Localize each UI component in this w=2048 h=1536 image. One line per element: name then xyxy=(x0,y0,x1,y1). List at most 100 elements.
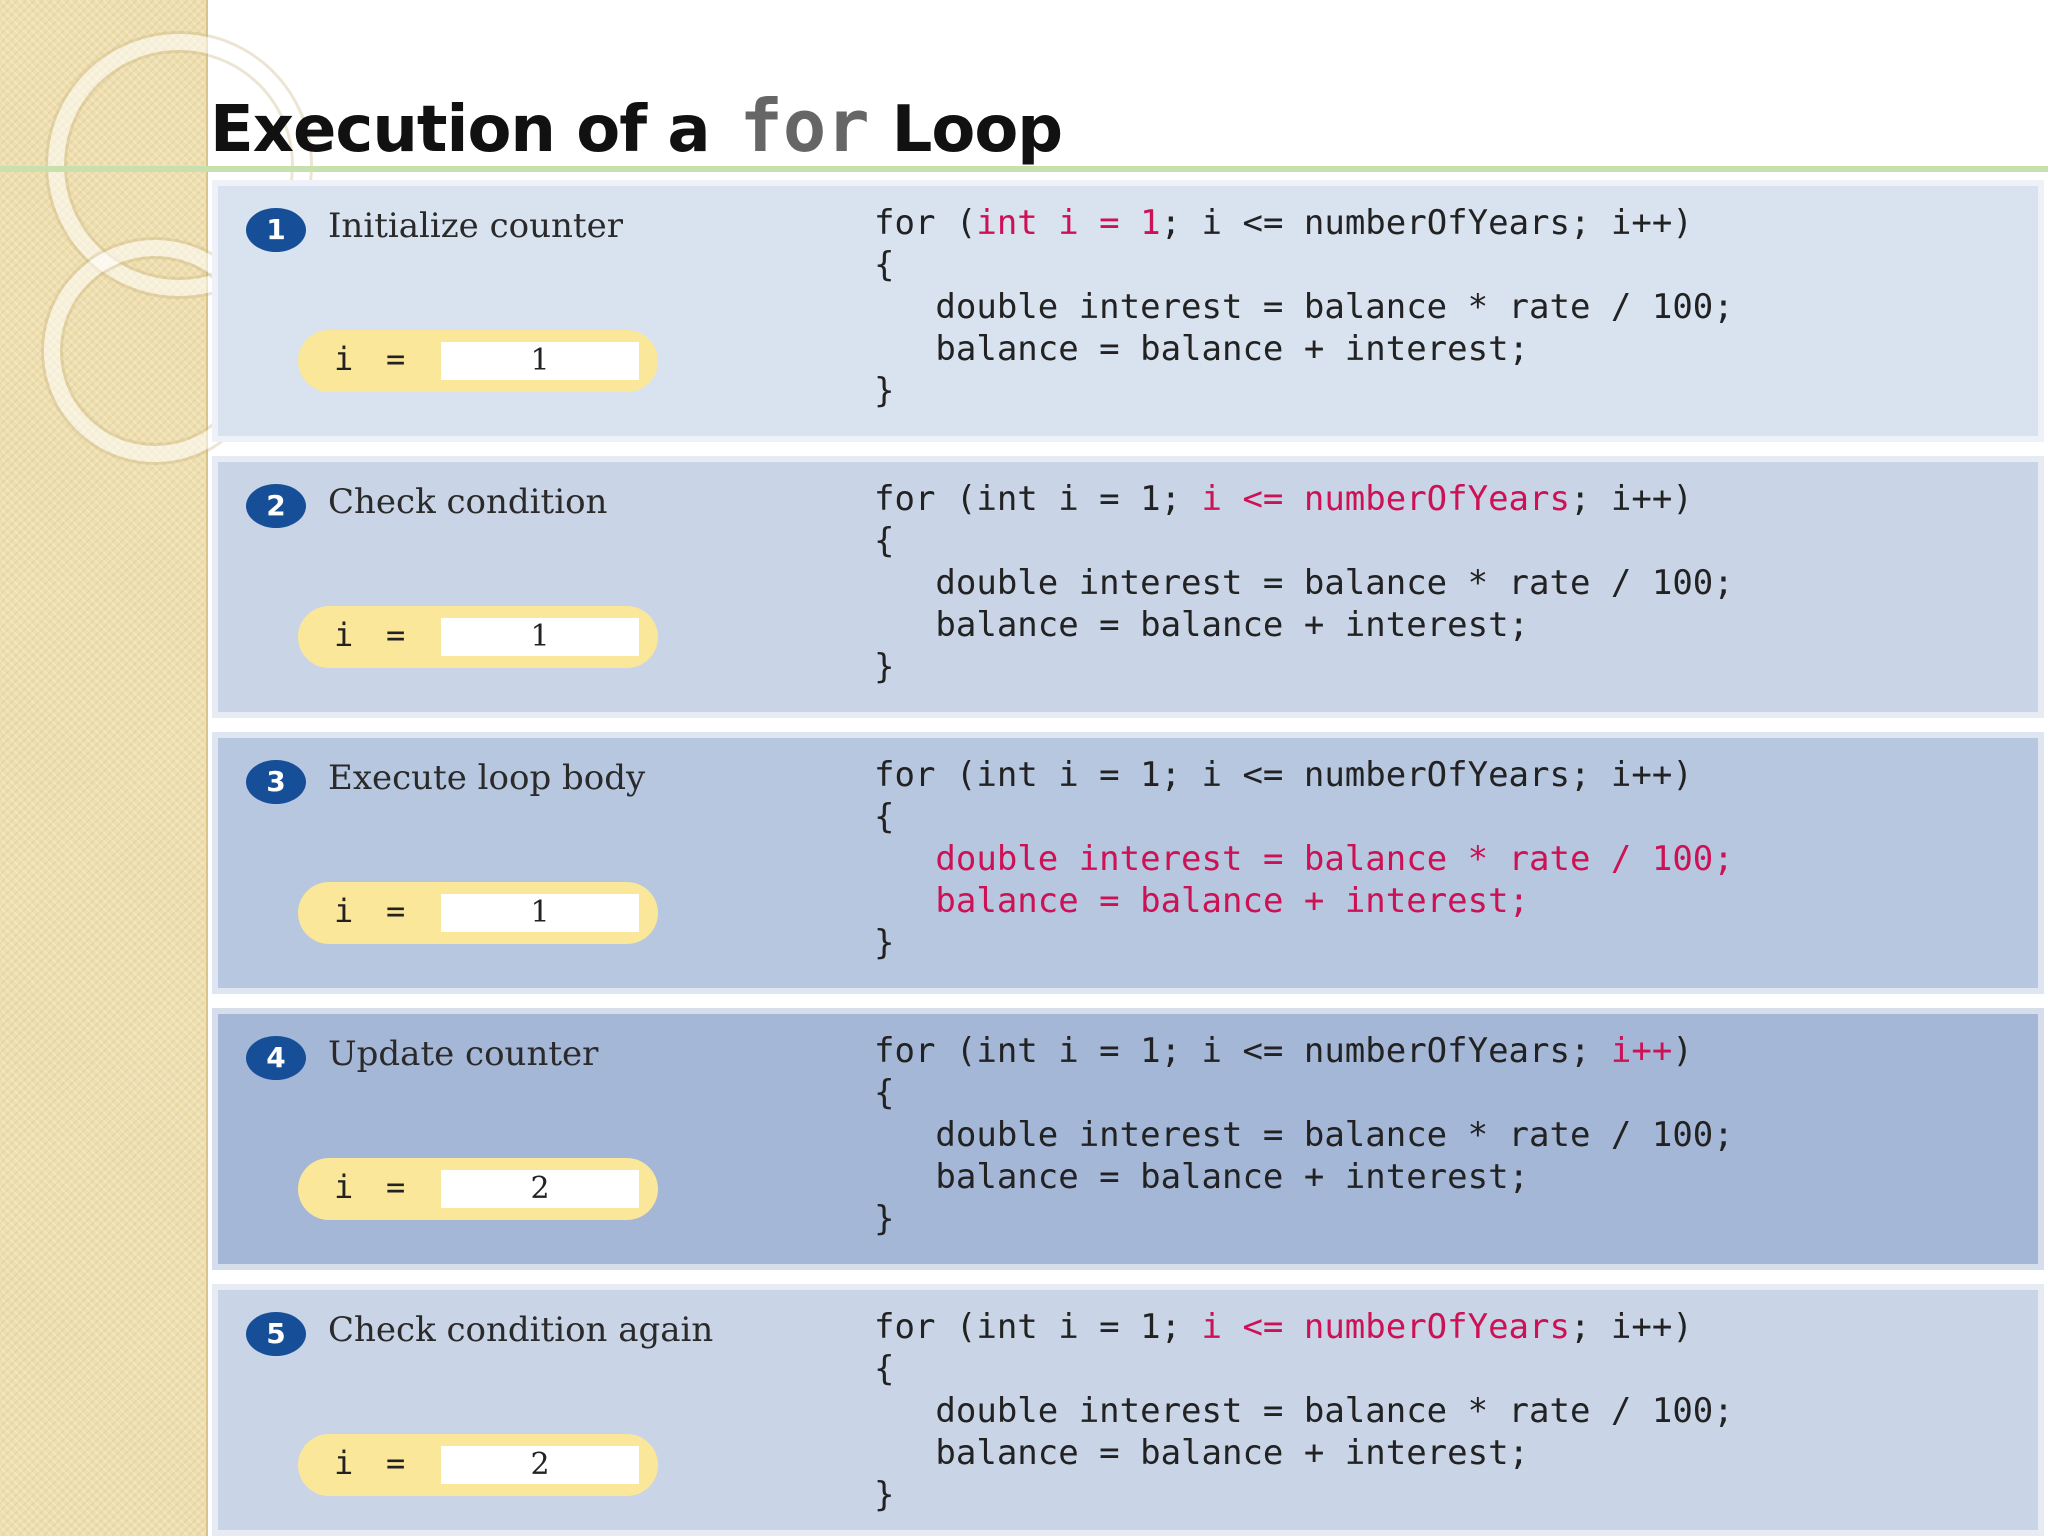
title-divider xyxy=(0,166,2048,172)
variable-value: 1 xyxy=(441,894,639,932)
code-text: for (int i = 1; i <= numberOfYears; i++) xyxy=(874,755,1693,795)
counter-variable: i = 2 xyxy=(298,1158,658,1220)
code-line: balance = balance + interest; xyxy=(874,1156,1734,1198)
code-line: for (int i = 1; i <= numberOfYears; i++) xyxy=(874,478,1734,520)
code-text: double interest = balance * rate / 100; xyxy=(874,1115,1734,1155)
code-line: balance = balance + interest; xyxy=(874,604,1734,646)
step-number-badge: 4 xyxy=(246,1036,306,1080)
code-text: for ( xyxy=(874,203,977,243)
step-panel-2: 2 Check condition i = 1 for (int i = 1; … xyxy=(212,456,2044,718)
step-label: Execute loop body xyxy=(328,758,646,798)
equals-sign: = xyxy=(386,1168,406,1206)
code-text: } xyxy=(874,923,895,963)
code-line: { xyxy=(874,1072,1734,1114)
variable-name: i xyxy=(334,340,354,378)
code-line: { xyxy=(874,520,1734,562)
variable-value: 2 xyxy=(441,1446,639,1484)
code-line: double interest = balance * rate / 100; xyxy=(874,286,1734,328)
variable-name: i xyxy=(334,892,354,930)
code-text: { xyxy=(874,245,895,285)
code-text: for (int i = 1; xyxy=(874,1307,1202,1347)
title-text: Execution of a xyxy=(210,93,711,167)
counter-variable: i = 1 xyxy=(298,606,658,668)
code-text: } xyxy=(874,1199,895,1239)
code-text: for (int i = 1; i <= numberOfYears; xyxy=(874,1031,1611,1071)
code-text: ; i++) xyxy=(1569,479,1693,519)
code-text: } xyxy=(874,647,895,687)
equals-sign: = xyxy=(386,340,406,378)
code-text: balance = balance + interest; xyxy=(874,1157,1530,1197)
code-line: } xyxy=(874,370,1734,412)
code-line: for (int i = 1; i <= numberOfYears; i++) xyxy=(874,202,1734,244)
code-line: for (int i = 1; i <= numberOfYears; i++) xyxy=(874,1030,1734,1072)
code-line: balance = balance + interest; xyxy=(874,328,1734,370)
code-text: double interest = balance * rate / 100; xyxy=(874,1391,1734,1431)
code-line: double interest = balance * rate / 100; xyxy=(874,562,1734,604)
step-panel-5: 5 Check condition again i = 2 for (int i… xyxy=(212,1284,2044,1536)
code-line: for (int i = 1; i <= numberOfYears; i++) xyxy=(874,1306,1734,1348)
code-text: balance = balance + interest; xyxy=(874,329,1530,369)
code-text: double interest = balance * rate / 100; xyxy=(874,287,1734,327)
step-number-badge: 1 xyxy=(246,208,306,252)
code-text: for (int i = 1; xyxy=(874,479,1202,519)
equals-sign: = xyxy=(386,892,406,930)
step-panel-1: 1 Initialize counter i = 1 for (int i = … xyxy=(212,180,2044,442)
code-line: } xyxy=(874,646,1734,688)
code-text xyxy=(874,881,935,921)
title-keyword: for xyxy=(739,84,870,168)
variable-name: i xyxy=(334,1168,354,1206)
code-line: double interest = balance * rate / 100; xyxy=(874,1390,1734,1432)
code-text: } xyxy=(874,1475,895,1515)
step-label: Check condition xyxy=(328,482,608,522)
step-panel-4: 4 Update counter i = 2 for (int i = 1; i… xyxy=(212,1008,2044,1270)
code-line: for (int i = 1; i <= numberOfYears; i++) xyxy=(874,754,1734,796)
step-number-badge: 3 xyxy=(246,760,306,804)
code-line: } xyxy=(874,1474,1734,1516)
code-line: balance = balance + interest; xyxy=(874,880,1734,922)
code-line: balance = balance + interest; xyxy=(874,1432,1734,1474)
variable-value: 2 xyxy=(441,1170,639,1208)
code-highlight: double interest = balance * rate / 100; xyxy=(935,839,1734,879)
code-line: } xyxy=(874,1198,1734,1240)
title-text-end: Loop xyxy=(891,93,1064,167)
code-text: double interest = balance * rate / 100; xyxy=(874,563,1734,603)
code-text xyxy=(874,839,935,879)
code-line: double interest = balance * rate / 100; xyxy=(874,1114,1734,1156)
code-text: ; i <= numberOfYears; i++) xyxy=(1160,203,1693,243)
code-text: ) xyxy=(1672,1031,1693,1071)
code-block: for (int i = 1; i <= numberOfYears; i++)… xyxy=(874,1030,1734,1240)
code-line: } xyxy=(874,922,1734,964)
equals-sign: = xyxy=(386,616,406,654)
equals-sign: = xyxy=(386,1444,406,1482)
code-block: for (int i = 1; i <= numberOfYears; i++)… xyxy=(874,754,1734,964)
step-number-badge: 2 xyxy=(246,484,306,528)
variable-name: i xyxy=(334,616,354,654)
counter-variable: i = 1 xyxy=(298,330,658,392)
code-block: for (int i = 1; i <= numberOfYears; i++)… xyxy=(874,478,1734,688)
code-line: { xyxy=(874,1348,1734,1390)
variable-value: 1 xyxy=(441,342,639,380)
slide-title: Execution of a for Loop xyxy=(210,84,1064,174)
step-label: Initialize counter xyxy=(328,206,623,246)
step-label: Update counter xyxy=(328,1034,599,1074)
code-text: { xyxy=(874,1073,895,1113)
code-text: { xyxy=(874,1349,895,1389)
code-line: double interest = balance * rate / 100; xyxy=(874,838,1734,880)
code-block: for (int i = 1; i <= numberOfYears; i++)… xyxy=(874,202,1734,412)
code-text: ; i++) xyxy=(1569,1307,1693,1347)
code-text: balance = balance + interest; xyxy=(874,605,1530,645)
variable-name: i xyxy=(334,1444,354,1482)
code-highlight: balance = balance + interest; xyxy=(935,881,1530,921)
decorative-sidebar xyxy=(0,0,310,1536)
code-highlight: i++ xyxy=(1610,1031,1673,1071)
code-block: for (int i = 1; i <= numberOfYears; i++)… xyxy=(874,1306,1734,1516)
step-panel-3: 3 Execute loop body i = 1 for (int i = 1… xyxy=(212,732,2044,994)
code-highlight: i <= numberOfYears xyxy=(1201,1307,1570,1347)
code-text: balance = balance + interest; xyxy=(874,1433,1530,1473)
code-line: { xyxy=(874,244,1734,286)
counter-variable: i = 1 xyxy=(298,882,658,944)
code-text: { xyxy=(874,797,895,837)
code-line: { xyxy=(874,796,1734,838)
step-label: Check condition again xyxy=(328,1310,714,1350)
counter-variable: i = 2 xyxy=(298,1434,658,1496)
